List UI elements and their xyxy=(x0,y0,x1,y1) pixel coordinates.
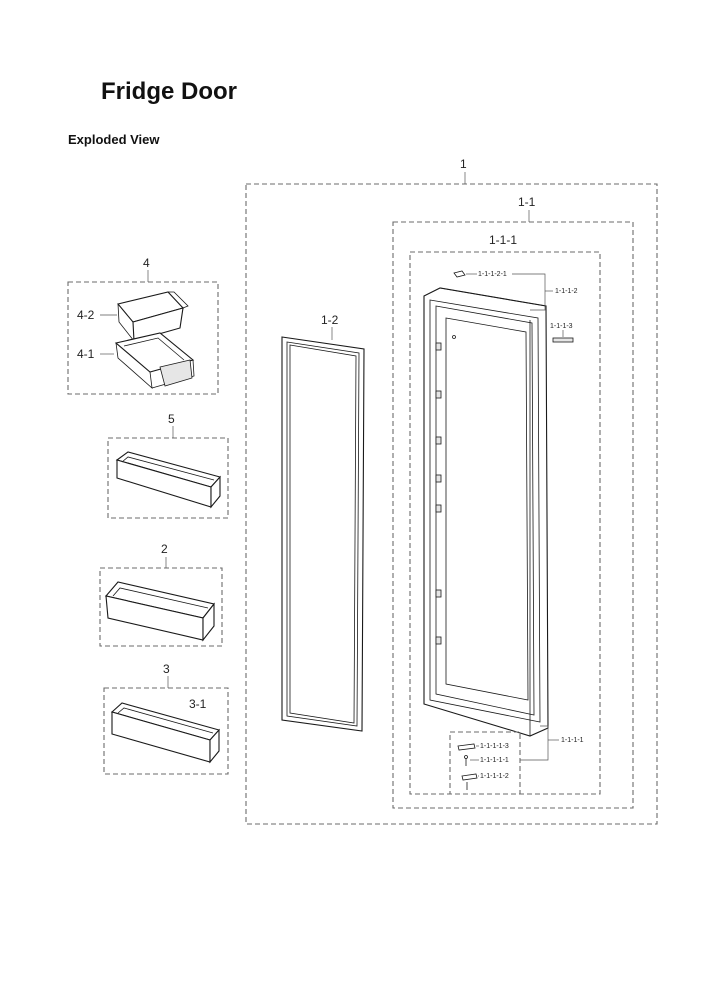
group-3-boundary xyxy=(103,687,229,775)
exploded-view-subtitle: Exploded View xyxy=(68,132,160,147)
group-2-boundary xyxy=(99,567,223,647)
label-1: 1 xyxy=(460,157,467,171)
part-1-1-1-1-2 xyxy=(461,773,478,790)
group-3: 3 3-1 xyxy=(103,662,229,775)
group-4-boundary xyxy=(67,281,219,395)
label-1-1-1-3: 1-1-1-3 xyxy=(550,323,573,330)
label-3: 3 xyxy=(163,662,170,676)
part-1-1-1-door-liner xyxy=(423,287,549,737)
group-1-boundary xyxy=(245,183,658,825)
part-1-1-1-1-1 xyxy=(464,755,468,766)
part-2-door-guard xyxy=(104,581,215,642)
label-1-1-1-1-3: 1-1-1-1-3 xyxy=(480,743,509,750)
label-1-1-1-1-1: 1-1-1-1-1 xyxy=(480,757,509,764)
label-5: 5 xyxy=(168,412,175,426)
label-2: 2 xyxy=(161,542,168,556)
label-1-1-1: 1-1-1 xyxy=(489,233,517,247)
group-5: 5 xyxy=(107,412,229,519)
part-1-2-gasket xyxy=(281,336,365,732)
part-4-1-bin-frame xyxy=(114,332,195,389)
label-1-1-1-2-1: 1-1-1-2-1 xyxy=(478,271,507,278)
part-1-1-1-2-1 xyxy=(453,270,466,278)
label-1-1-1-2: 1-1-1-2 xyxy=(555,288,578,295)
label-1-1-1-1-2: 1-1-1-1-2 xyxy=(480,773,509,780)
label-4: 4 xyxy=(143,256,150,270)
page-title: Fridge Door xyxy=(101,78,237,105)
part-5-door-guard xyxy=(115,451,222,509)
label-4-2: 4-2 xyxy=(77,308,95,322)
group-1-1-1-1-boundary xyxy=(449,731,521,795)
label-1-2: 1-2 xyxy=(321,313,339,327)
part-3-1-door-guard xyxy=(110,702,221,764)
group-1-1-boundary xyxy=(392,221,634,809)
part-1-1-1-1-3 xyxy=(457,743,476,751)
label-3-1: 3-1 xyxy=(189,697,207,711)
group-2: 2 xyxy=(99,542,223,647)
label-1-1: 1-1 xyxy=(518,195,536,209)
part-1-1-1-3 xyxy=(552,337,574,343)
group-4: 4 4-2 4-1 xyxy=(67,256,219,395)
group-5-boundary xyxy=(107,437,229,519)
label-1-1-1-1: 1-1-1-1 xyxy=(561,737,584,744)
label-4-1: 4-1 xyxy=(77,347,95,361)
part-4-2-cover xyxy=(117,291,189,342)
group-1: 1 1-2 1-1 1-1-1 xyxy=(245,157,658,825)
